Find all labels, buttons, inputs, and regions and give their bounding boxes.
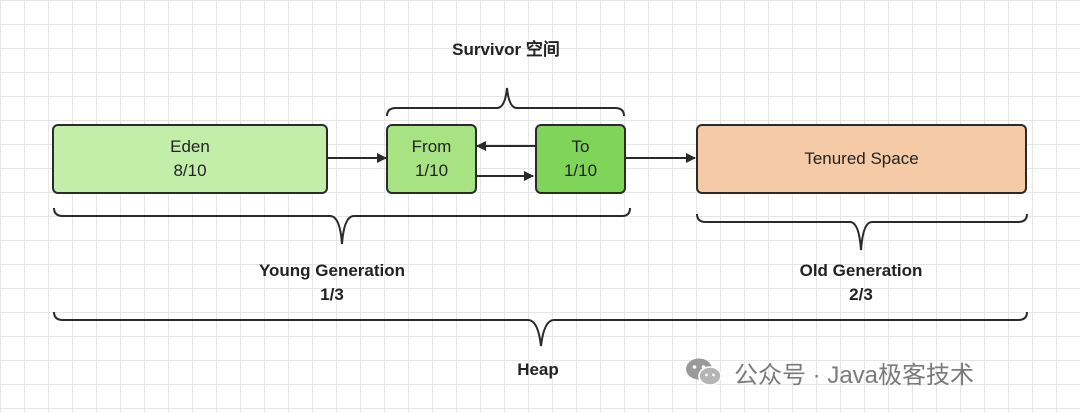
eden-name: Eden (170, 137, 210, 156)
to-box: To 1/10 (535, 124, 626, 194)
young-generation-label: Young Generation 1/3 (232, 259, 432, 307)
from-ratio: 1/10 (414, 161, 449, 180)
heap-label: Heap (517, 360, 559, 379)
young-generation-ratio: 1/3 (320, 285, 344, 304)
from-name: From (411, 137, 452, 156)
young-generation-brace (53, 207, 631, 245)
watermark-text: 公众号 · Java极客技术 (734, 361, 975, 389)
to-ratio: 1/10 (563, 161, 598, 180)
from-box: From 1/10 (386, 124, 477, 194)
eden-box: Eden 8/10 (52, 124, 328, 194)
tenured-name: Tenured Space (804, 149, 919, 168)
old-generation-brace (696, 213, 1028, 251)
young-generation-title: Young Generation (258, 261, 406, 280)
tenured-space-box: Tenured Space (696, 124, 1027, 194)
to-name: To (571, 137, 590, 156)
watermark: 公众号 · Java极客技术 (684, 354, 974, 390)
survivor-label: Survivor 空间 (452, 40, 560, 59)
wechat-icon (686, 358, 722, 386)
old-generation-title: Old Generation (799, 261, 923, 280)
old-generation-ratio: 2/3 (849, 285, 873, 304)
survivor-brace (386, 87, 625, 117)
eden-ratio: 8/10 (173, 161, 207, 180)
heap-brace (53, 311, 1028, 347)
old-generation-label: Old Generation 2/3 (761, 259, 961, 307)
